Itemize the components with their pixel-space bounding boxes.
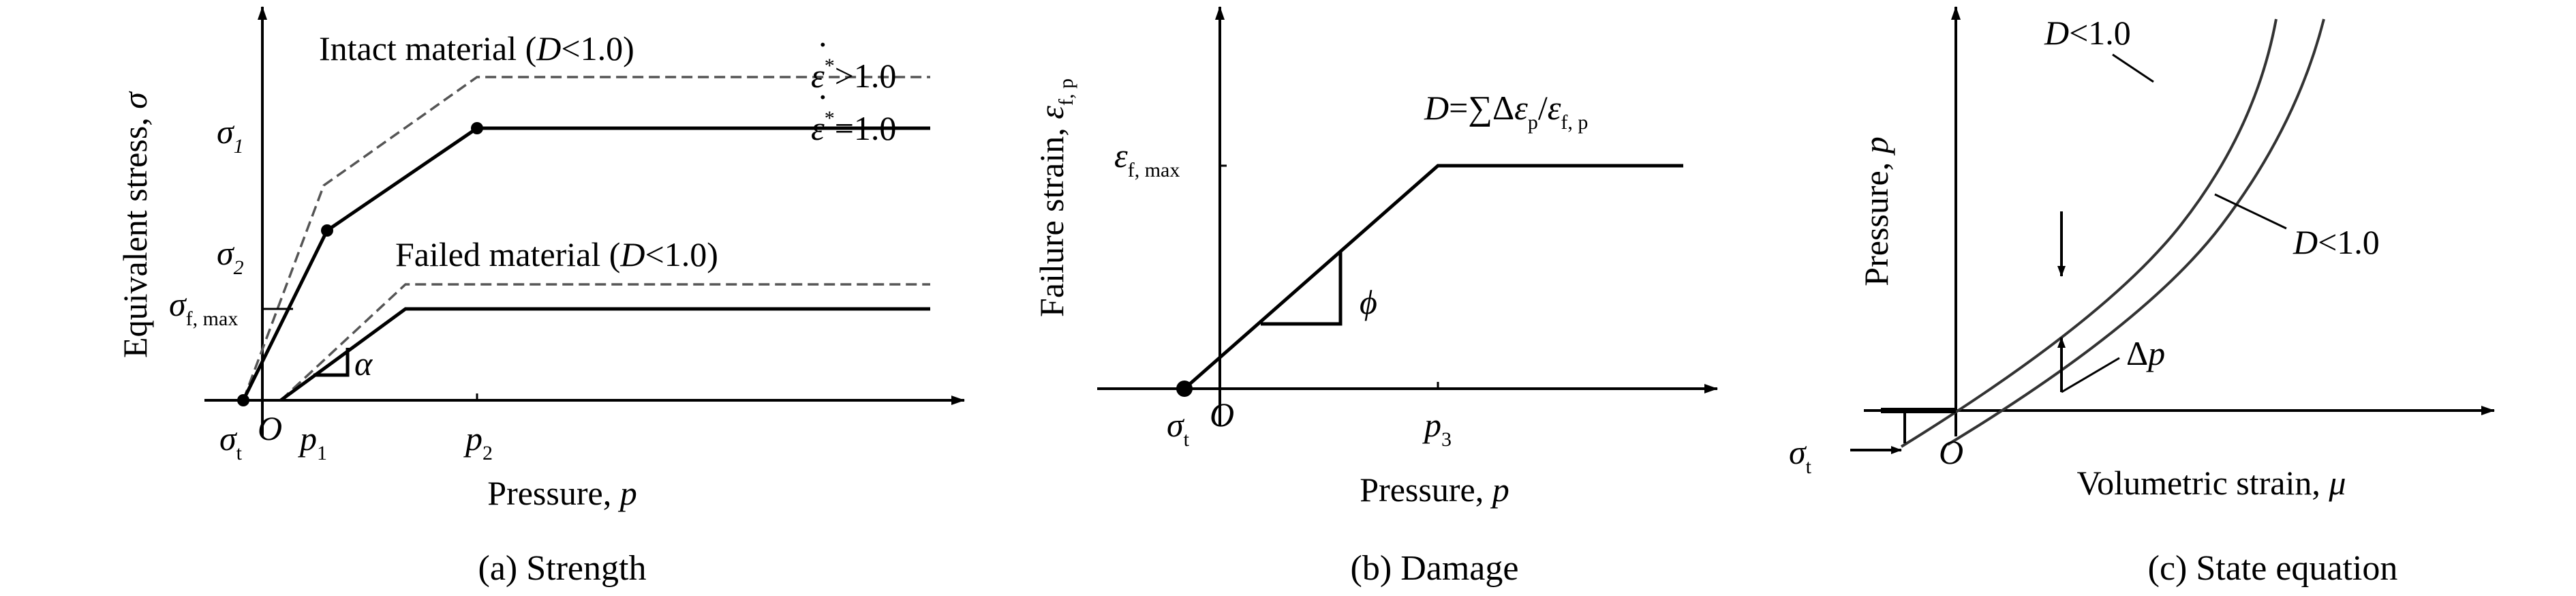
upper-curve-leader xyxy=(2112,53,2154,83)
slope-triangle-alpha xyxy=(313,348,350,377)
rate-dot-eq: · xyxy=(817,78,829,116)
point-sigma-t xyxy=(237,394,249,406)
panel-a-strength: σ1 σ2 σf, max σt O p1 p2 Intact material… xyxy=(116,6,965,588)
panel-a-x-axis-title: Pressure, p xyxy=(487,474,637,512)
rate-dot-gt: · xyxy=(817,25,829,63)
tick-origin-c: O xyxy=(1939,433,1963,471)
panel-c-y-axis-title: Pressure, p xyxy=(1857,136,1895,286)
lower-curve-leader xyxy=(2214,193,2287,230)
intact-curve-rate-eq-1 xyxy=(241,126,930,402)
lower-curve-label: D<1.0 xyxy=(2293,223,2380,261)
panel-b-y-axis-title: Failure strain, εf, p xyxy=(1032,78,1077,317)
point-p2-sigma1 xyxy=(471,122,483,134)
panel-c-x-axis-title: Volumetric strain, μ xyxy=(2077,464,2346,502)
panel-a-caption: (a) Strength xyxy=(478,549,647,588)
point-sigma-t-b xyxy=(1176,381,1193,397)
tick-sigma1: σ1 xyxy=(217,113,244,158)
tick-eps-f-max: εf, max xyxy=(1114,136,1180,181)
tick-sigma-t-b: σt xyxy=(1167,406,1190,451)
rate-eq-1-label: ε*=1.0 xyxy=(811,107,896,147)
intact-material-label: Intact material (D<1.0) xyxy=(319,29,634,68)
upper-curve-label: D<1.0 xyxy=(2044,14,2131,52)
failed-curve-solid xyxy=(279,307,930,402)
damage-formula: D=∑Δεp/εf, p xyxy=(1424,89,1588,134)
tick-sigma-t-c: σt xyxy=(1789,433,1812,478)
slope-triangle-phi xyxy=(1261,252,1343,326)
tick-sigma-f-max: σf, max xyxy=(169,285,238,330)
rate-gt-1-label: ε*>1.0 xyxy=(811,55,896,95)
panel-b-x-axis-title: Pressure, p xyxy=(1360,471,1509,509)
tick-origin-b: O xyxy=(1210,396,1234,434)
delta-p-label: Δp xyxy=(2126,334,2165,372)
delta-p-leader xyxy=(2061,357,2120,393)
state-curve-lower xyxy=(1946,18,2325,446)
tick-sigma-t: σt xyxy=(219,419,243,464)
panel-c-state-equation: D<1.0 D<1.0 Δp σt O Pressure, p Volumetr… xyxy=(1789,6,2495,588)
tick-p1: p1 xyxy=(298,419,327,464)
failed-material-label: Failed material (D<1.0) xyxy=(395,235,718,273)
panel-b-caption: (b) Damage xyxy=(1351,549,1519,588)
state-curve-upper xyxy=(1900,18,2278,448)
tick-origin: O xyxy=(258,409,282,447)
intact-curve-rate-gt-1 xyxy=(242,76,930,401)
damage-curve xyxy=(1183,164,1683,390)
tick-p3: p3 xyxy=(1422,406,1452,451)
failed-curve-dashed xyxy=(279,283,930,402)
tick-sigma2: σ2 xyxy=(217,234,244,279)
point-p1-sigma2 xyxy=(321,224,333,237)
panel-b-damage: εf, max σt O p3 D=∑Δεp/εf, p ϕ Failure s… xyxy=(1032,6,1718,588)
slope-alpha-label: α xyxy=(354,344,373,383)
panel-a-y-axis-title: Equivalent stress, σ xyxy=(116,91,154,358)
slope-phi-label: ϕ xyxy=(1360,283,1377,321)
panel-c-caption: (c) State equation xyxy=(2148,549,2398,588)
tick-p2: p2 xyxy=(463,419,493,464)
